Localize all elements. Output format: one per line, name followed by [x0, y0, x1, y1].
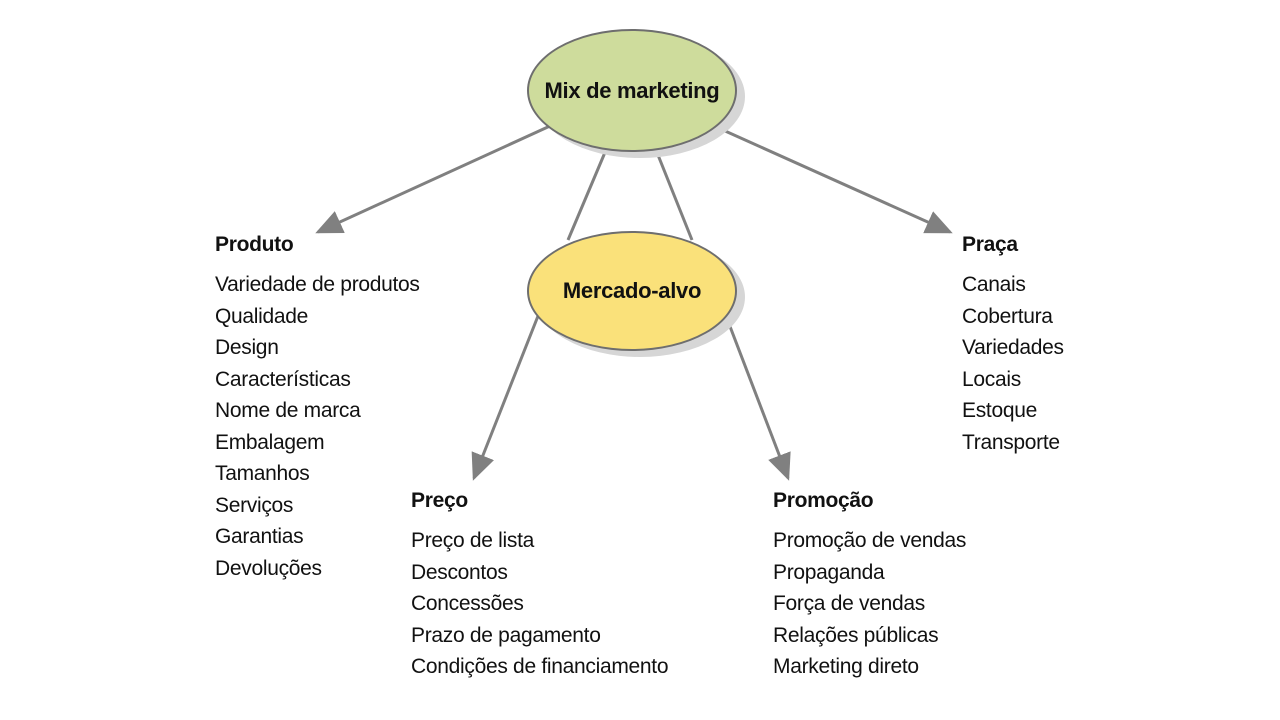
produto-title: Produto — [215, 233, 294, 256]
produto-item: Características — [215, 367, 351, 391]
produto-item: Variedade de produtos — [215, 273, 420, 296]
arrow-to-preco — [471, 315, 540, 481]
praca-item: Locais — [962, 367, 1021, 391]
promocao-group: Promoção Promoção de vendas Propaganda F… — [773, 487, 966, 683]
mercado-alvo-label: Mercado-alvo — [562, 278, 702, 303]
preco-title: Preço — [411, 489, 468, 512]
promocao-item: Marketing direto — [773, 655, 919, 678]
mix-de-marketing-label: Mix de marketing — [544, 77, 720, 103]
produto-item: Design — [215, 336, 279, 359]
arrow-to-praca — [713, 124, 953, 234]
produto-item: Nome de marca — [215, 399, 361, 422]
promocao-title: Promoção — [773, 489, 874, 512]
promocao-item: Promoção de vendas — [773, 529, 967, 552]
produto-list: Variedade de produtos Qualidade Design C… — [215, 269, 420, 584]
praca-list: Canais Cobertura Variedades Locais Estoq… — [962, 269, 1064, 458]
preco-item: Descontos — [411, 560, 508, 584]
preco-list: Preço de lista Descontos Concessões Praz… — [411, 525, 669, 683]
produto-item: Serviços — [215, 493, 294, 517]
preco-group: Preço Preço de lista Descontos Concessõe… — [411, 487, 669, 683]
promocao-list: Promoção de vendas Propaganda Força de v… — [773, 525, 966, 683]
praca-item: Transporte — [962, 430, 1060, 454]
preco-item: Prazo de pagamento — [411, 623, 601, 647]
arrow-to-produto — [315, 124, 551, 234]
praca-item: Canais — [962, 273, 1026, 296]
produto-item: Embalagem — [215, 430, 325, 454]
produto-item: Garantias — [215, 525, 304, 548]
praca-item: Estoque — [962, 399, 1037, 422]
produto-item: Tamanhos — [215, 462, 310, 485]
produto-group: Produto Variedade de produtos Qualidade … — [215, 231, 420, 584]
mix-de-marketing-node: Mix de marketing — [527, 29, 737, 152]
praca-title: Praça — [962, 233, 1018, 256]
praca-group: Praça Canais Cobertura Variedades Locais… — [962, 231, 1064, 458]
praca-item: Variedades — [962, 336, 1064, 359]
preco-item: Concessões — [411, 592, 524, 615]
preco-item: Condições de financiamento — [411, 655, 669, 678]
promocao-item: Propaganda — [773, 560, 885, 584]
link-mix-to-target-left — [566, 149, 608, 241]
mercado-alvo-node: Mercado-alvo — [527, 231, 737, 351]
link-mix-to-target-right — [654, 149, 694, 241]
promocao-item: Relações públicas — [773, 623, 939, 647]
preco-item: Preço de lista — [411, 529, 535, 552]
praca-item: Cobertura — [962, 304, 1053, 328]
promocao-item: Força de vendas — [773, 592, 925, 615]
arrow-to-promocao — [724, 315, 791, 481]
produto-item: Devoluções — [215, 556, 322, 580]
produto-item: Qualidade — [215, 304, 309, 328]
